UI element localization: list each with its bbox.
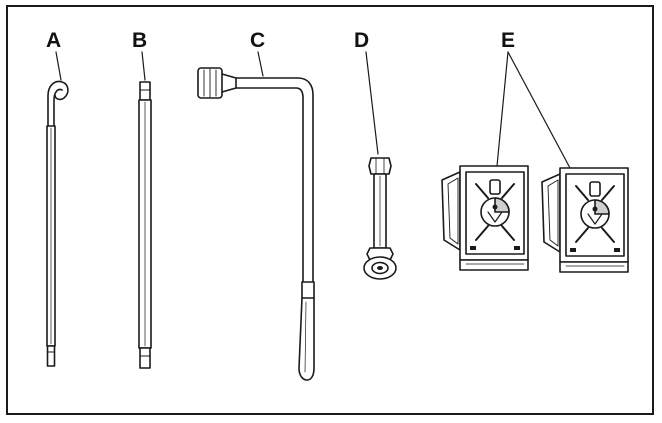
tool-a-hook-rod xyxy=(46,51,69,367)
tool-c-wheel-wrench xyxy=(197,51,315,381)
label-e-leaders xyxy=(496,51,571,169)
label-d: D xyxy=(354,29,369,52)
label-b: B xyxy=(132,29,147,52)
label-c: C xyxy=(250,29,265,52)
tool-e-bracket-left xyxy=(441,165,529,271)
tool-e-bracket-right xyxy=(541,167,629,273)
label-a: A xyxy=(46,29,61,52)
tool-d-jack-pin xyxy=(363,51,397,280)
tool-b-extension-rod xyxy=(138,51,152,369)
label-e: E xyxy=(501,29,515,52)
